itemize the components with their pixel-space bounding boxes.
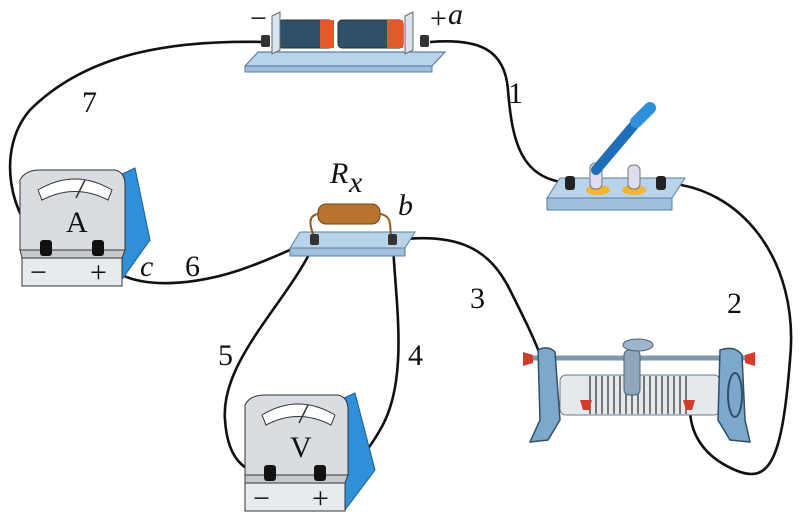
resistor-rx[interactable]	[289, 203, 416, 257]
wire-1-label: 1	[508, 77, 523, 110]
voltmeter-plus-label: +	[312, 482, 329, 515]
voltmeter-face-label: V	[290, 431, 312, 464]
rx-symbol: R	[329, 157, 348, 190]
terminal-c-label: c	[140, 250, 153, 283]
ammeter-face-label: A	[66, 206, 88, 239]
wire-6-label: 6	[185, 250, 200, 283]
voltmeter[interactable]	[244, 392, 376, 512]
terminal-a-label: a	[448, 0, 463, 31]
terminal-b-label: b	[398, 189, 413, 222]
ammeter-minus-label: −	[30, 256, 47, 289]
wire-7	[8, 40, 267, 247]
wire-2	[661, 181, 793, 476]
battery-minus-label: −	[250, 2, 267, 35]
ammeter[interactable]	[19, 167, 151, 287]
wire-7-label: 7	[82, 86, 97, 119]
wire-5-label: 5	[218, 339, 233, 372]
voltmeter-minus-label: −	[253, 482, 270, 515]
wire-3	[394, 236, 544, 361]
ammeter-plus-label: +	[90, 256, 107, 289]
battery[interactable]	[243, 11, 447, 73]
battery-plus-label: +	[430, 2, 447, 35]
wire-4-label: 4	[408, 339, 423, 372]
wire-2-label: 2	[727, 287, 742, 320]
knife-switch[interactable]	[546, 102, 686, 211]
wire-1	[429, 40, 571, 185]
rheostat[interactable]	[523, 338, 755, 443]
rx-subscript: x	[348, 166, 363, 199]
wire-3-label: 3	[470, 282, 485, 315]
